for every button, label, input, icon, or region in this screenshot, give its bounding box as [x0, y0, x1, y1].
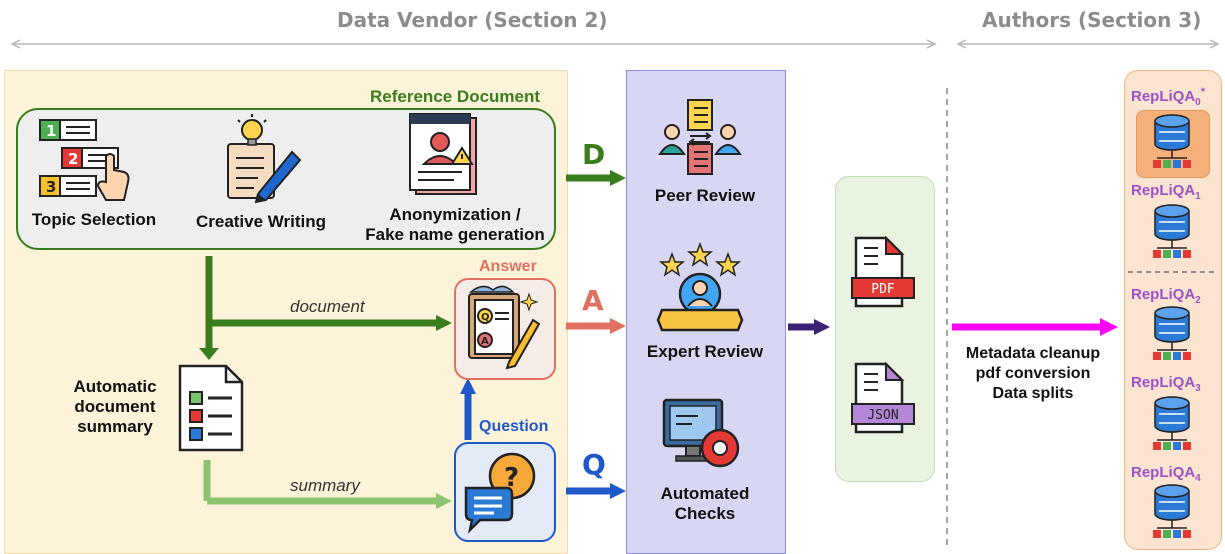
repliqa-4-label: RepLiQA4 [1131, 464, 1201, 484]
peer-review-icon [658, 99, 742, 175]
metadata-cleanup-label: Metadata cleanup [965, 345, 1101, 362]
auto-summary-line1: Automatic [73, 377, 157, 396]
topic-selection-label: Topic Selection [31, 210, 157, 229]
json-label: JSON [867, 408, 898, 423]
repliqa-2-label: RepLiQA2 [1131, 286, 1201, 306]
json-file-icon: JSON [851, 361, 915, 434]
summary-document-icon [178, 364, 244, 452]
svg-text:3: 3 [46, 178, 56, 196]
id-document-icon [409, 113, 477, 195]
d-letter: D [582, 138, 606, 171]
anonymization-label: Anonymization / Fake name generation [360, 205, 550, 245]
database-icon [1153, 306, 1191, 360]
expert-review-label: Expert Review [646, 342, 764, 361]
database-icon [1153, 114, 1191, 168]
database-icon [1153, 204, 1191, 258]
question-title: Question [479, 418, 549, 435]
question-chat-icon: ? [464, 452, 536, 534]
automated-checks-line1: Automated [660, 484, 750, 503]
svg-text:Q: Q [481, 312, 490, 323]
repliqa-1-label: RepLiQA1 [1131, 182, 1201, 202]
processing-steps: Metadata cleanup pdf conversion Data spl… [948, 344, 1118, 404]
vendor-header: Data Vendor (Section 2) [337, 8, 608, 32]
repliqa-3-label: RepLiQA3 [1131, 374, 1201, 394]
auto-summary-line2: document [74, 397, 156, 416]
peer-review-label: Peer Review [654, 186, 756, 205]
database-icon [1153, 484, 1191, 538]
answer-title: Answer [479, 258, 537, 275]
reference-document-title: Reference Document [370, 87, 541, 106]
svg-text:2: 2 [68, 150, 78, 168]
document-edge-label: document [290, 297, 365, 316]
anonymization-line1: Anonymization / [389, 205, 521, 224]
summary-edge-label: summary [290, 476, 360, 495]
pdf-label: PDF [871, 282, 895, 297]
data-splits-label: Data splits [992, 385, 1074, 402]
auto-summary-line3: summary [77, 417, 153, 436]
split-divider [1128, 271, 1218, 273]
automated-checks-label: Automated Checks [626, 484, 784, 524]
automated-checks-line2: Checks [674, 504, 736, 523]
pdf-conversion-label: pdf conversion [975, 365, 1091, 382]
pdf-file-icon: PDF [851, 235, 915, 308]
q-letter: Q [582, 448, 606, 481]
creative-writing-label: Creative Writing [195, 212, 327, 231]
automated-checks-icon [662, 398, 740, 468]
auto-summary-label: Automatic document summary [60, 377, 170, 437]
database-icon [1153, 396, 1191, 450]
qa-clipboard-icon: Q A [468, 285, 541, 370]
numbered-list-icon: 1 2 3 [39, 119, 130, 201]
anonymization-line2: Fake name generation [365, 225, 545, 244]
creative-writing-icon [227, 114, 302, 204]
expert-review-icon [656, 241, 744, 332]
svg-text:1: 1 [46, 122, 56, 140]
repliqa-0-label: RepLiQA0* [1131, 86, 1206, 108]
a-letter: A [582, 284, 604, 317]
svg-text:A: A [481, 336, 489, 347]
svg-text:?: ? [504, 463, 519, 493]
authors-header: Authors (Section 3) [982, 8, 1202, 32]
